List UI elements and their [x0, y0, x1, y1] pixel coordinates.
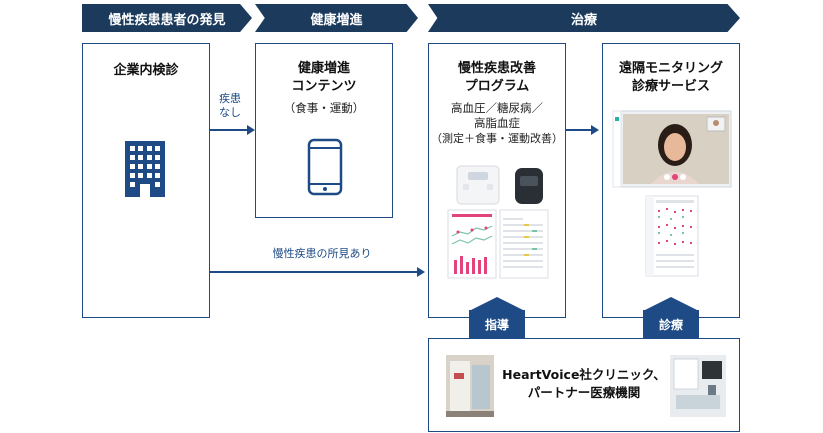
program-sub-line1: 高血圧／糖尿病／ — [451, 101, 543, 115]
box-clinic: HeartVoice社クリニック、 パートナー医療機関 — [428, 338, 740, 432]
building-icon — [125, 141, 165, 197]
program-title-line2: プログラム — [464, 79, 530, 94]
program-sub-line3: （測定＋食事・運動改善） — [431, 132, 563, 145]
arrow-program-to-remote — [566, 125, 599, 135]
health-content-title-line1: 健康増進 — [297, 61, 350, 76]
no-disease-label-line2: なし — [219, 106, 241, 119]
treatment-up-arrow — [643, 297, 699, 311]
treatment-tag-label: 診療 — [658, 317, 683, 332]
arrow-to-program — [210, 267, 425, 277]
clinic-line2: パートナー医療機関 — [527, 385, 641, 400]
box-health-content: 健康増進 コンテンツ （食事・運動） — [255, 43, 393, 218]
remote-title-line2: 診療サービス — [631, 79, 710, 94]
scale-and-bp-monitor-image — [456, 165, 543, 205]
phase-treatment: 治療 — [428, 4, 740, 32]
guidance-tag-label: 指導 — [484, 317, 509, 332]
box-program: 慢性疾患改善 プログラム 高血圧／糖尿病／ 高脂血症 （測定＋食事・運動改善） — [428, 43, 566, 318]
phase-treatment-label: 治療 — [570, 12, 597, 28]
clinic-line1: HeartVoice社クリニック、 — [502, 367, 666, 382]
program-sub-line2: 高脂血症 — [474, 116, 520, 130]
program-app-screenshot — [447, 209, 549, 279]
remote-title-line1: 遠隔モニタリング — [618, 61, 723, 76]
finding-label: 慢性疾患の所見あり — [272, 247, 372, 260]
clinic-interior-photo — [670, 355, 726, 417]
treatment-tag: 診療 — [643, 310, 699, 338]
phase-health: 健康増進 — [255, 4, 418, 32]
box-remote-monitoring: 遠隔モニタリング 診療サービス — [602, 43, 740, 318]
smartphone-icon — [307, 138, 343, 196]
corporate-checkup-title: 企業内検診 — [113, 63, 179, 78]
video-call-screenshot — [612, 110, 732, 188]
clinic-entrance-photo — [446, 355, 494, 417]
arrow-to-health-content — [210, 125, 255, 135]
guidance-tag: 指導 — [469, 310, 525, 338]
phase-discovery: 慢性疾患患者の発見 — [82, 4, 252, 32]
guidance-up-arrow — [469, 297, 525, 311]
phase-health-label: 健康増進 — [310, 12, 363, 28]
monitoring-dashboard-screenshot — [645, 195, 699, 277]
health-content-title-line2: コンテンツ — [291, 79, 357, 94]
program-title-line1: 慢性疾患改善 — [457, 61, 536, 76]
health-content-sub: （食事・運動） — [283, 101, 365, 115]
phase-discovery-label: 慢性疾患患者の発見 — [108, 12, 226, 28]
no-disease-label-line1: 疾患 — [219, 92, 241, 105]
box-corporate-checkup: 企業内検診 — [82, 43, 210, 318]
